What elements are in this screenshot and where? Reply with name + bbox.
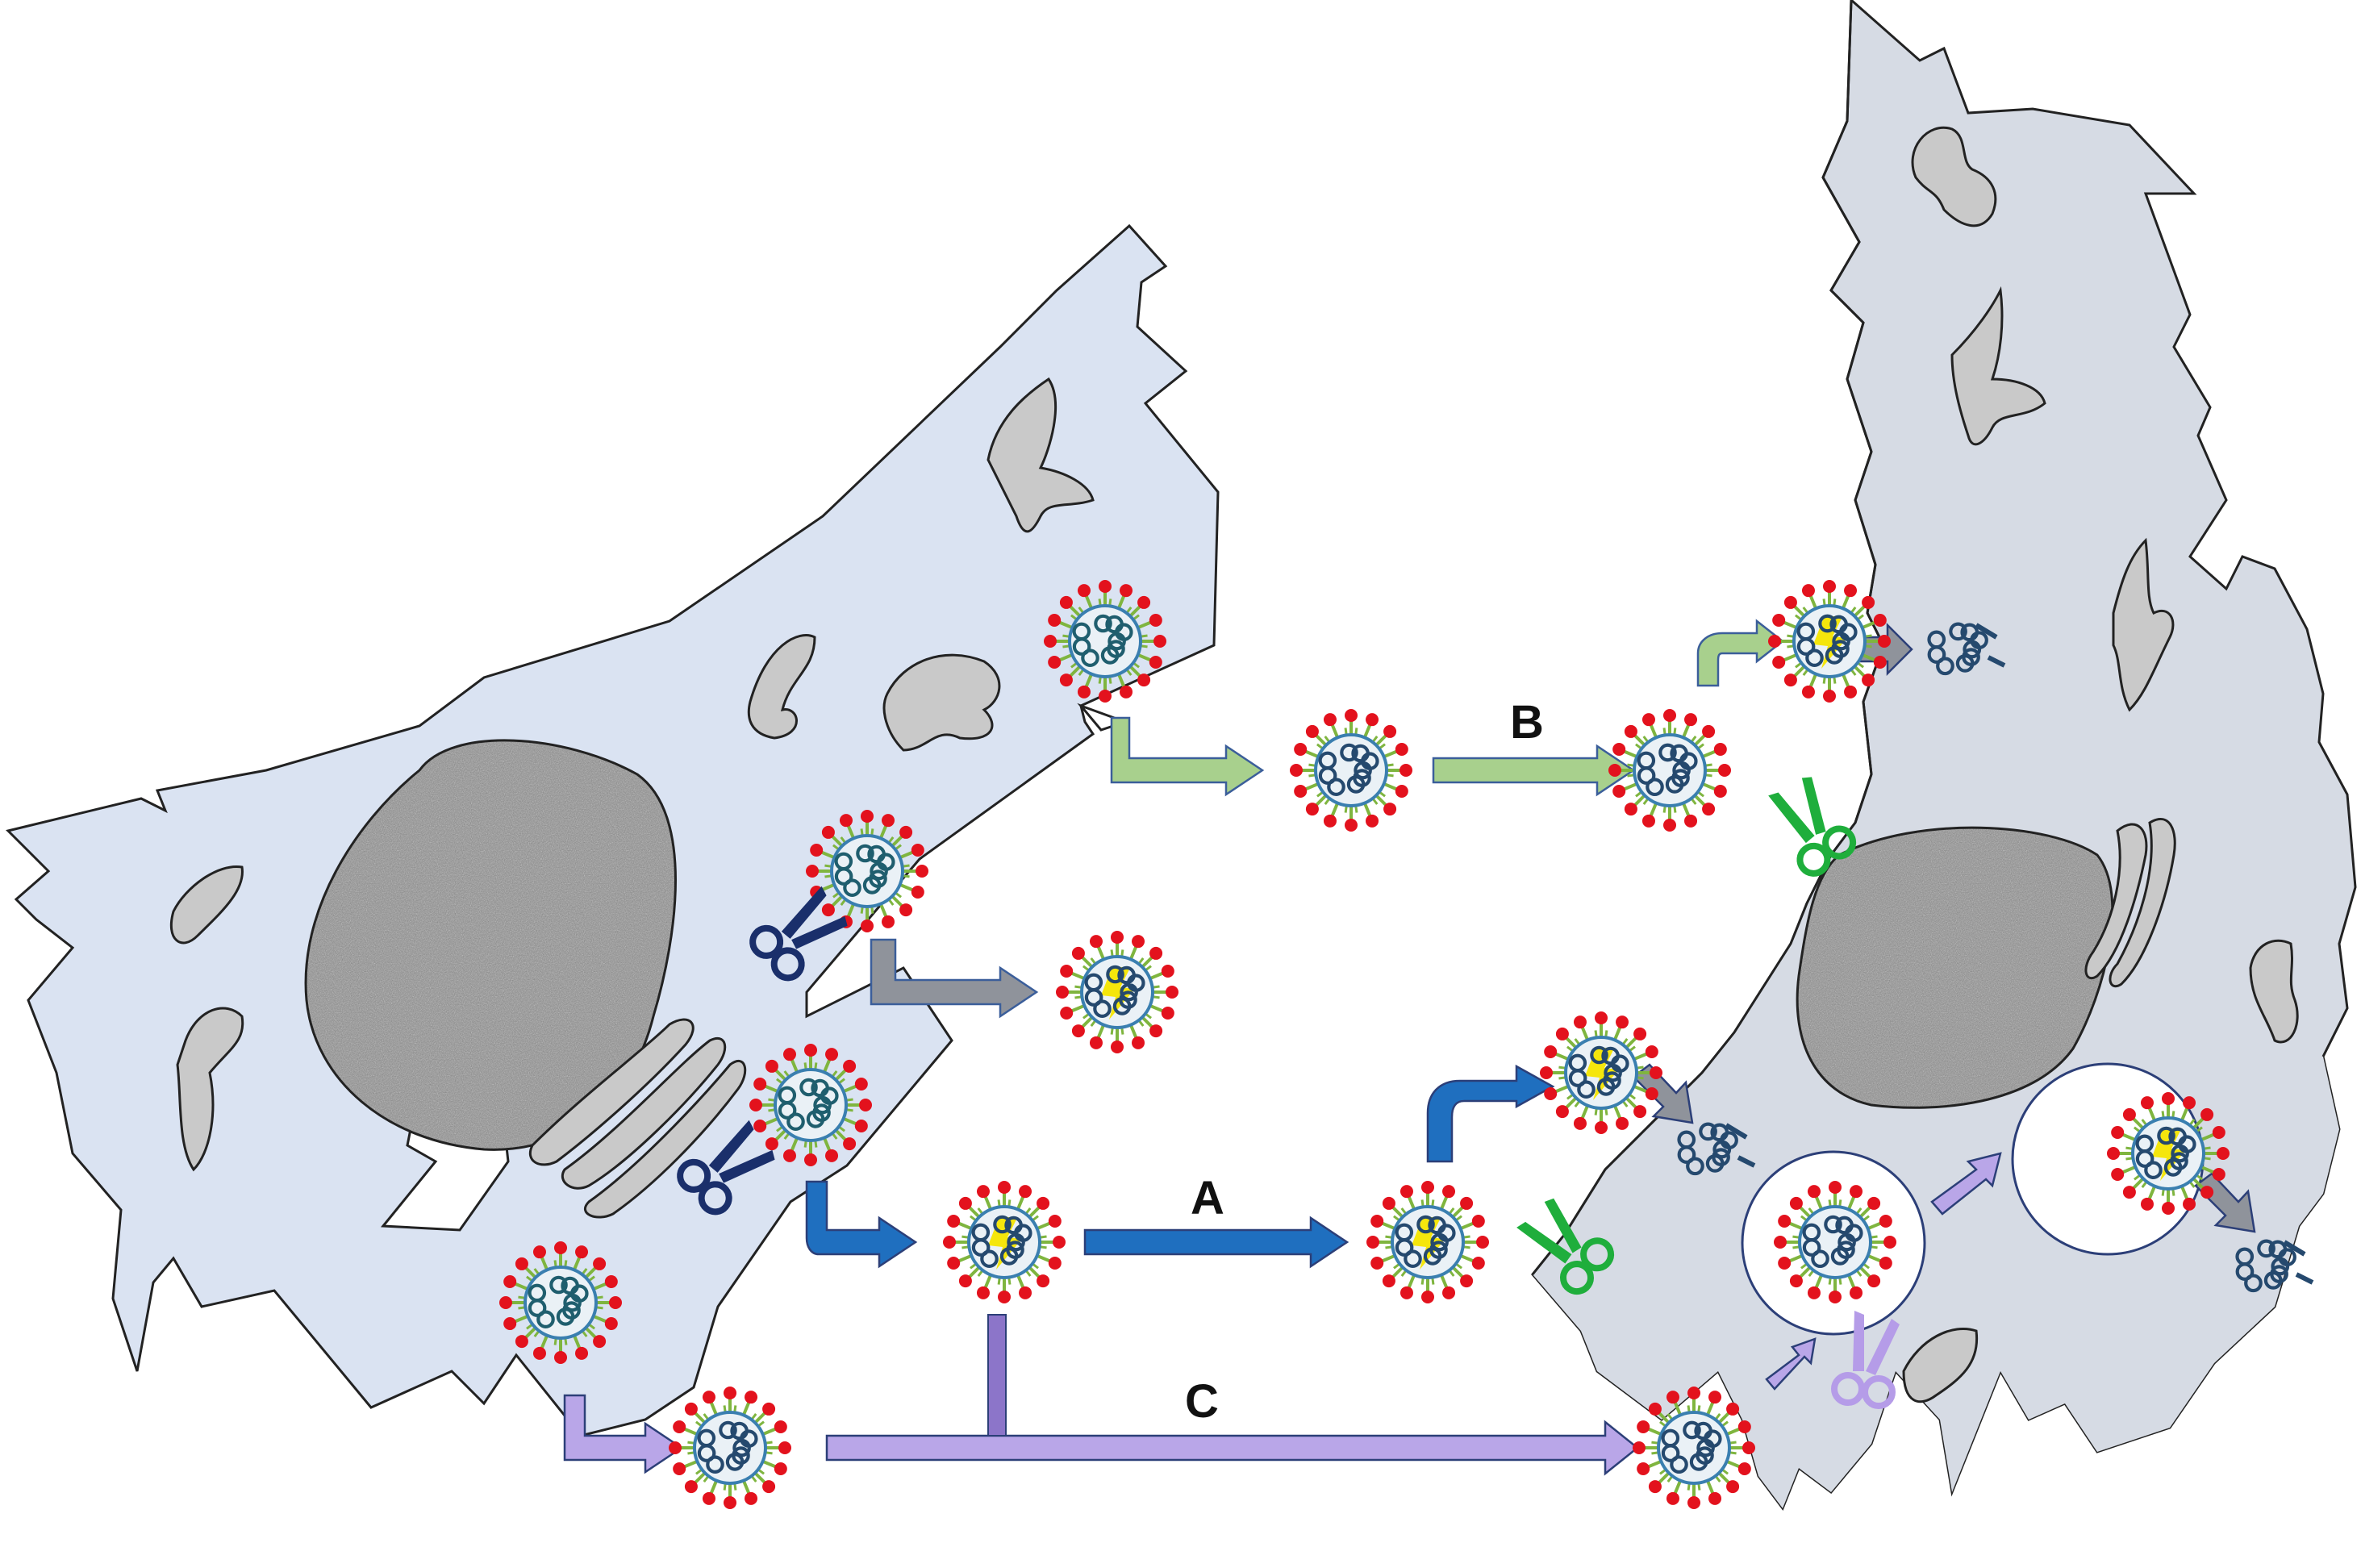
organelle — [1950, 286, 2046, 446]
virus-icon-b-budding — [1044, 580, 1166, 703]
pathway-c-main-arrow — [825, 1420, 1640, 1476]
pathway-c-uptake-arrow — [1765, 1337, 1817, 1391]
organelle — [169, 865, 244, 945]
virus-icon-a-budding — [749, 1044, 872, 1166]
pathway-c-arrows — [563, 1152, 2002, 1476]
organelle — [882, 653, 1001, 752]
scissors-icon-producer-2 — [677, 1120, 775, 1216]
pathway-junction-bar — [987, 1314, 1007, 1437]
pathway-label-b: B — [1510, 696, 1544, 749]
pathway-c-endosome-arrow — [1930, 1152, 2002, 1216]
virus-icon-b-fusing — [1768, 580, 1891, 703]
pathway-c-exit-arrow — [563, 1394, 684, 1474]
virus-icon-b-arriving — [1608, 709, 1731, 832]
target-membrane-left-edge — [1531, 0, 1885, 1275]
golgi-apparatus — [528, 1018, 747, 1219]
scissors-icon-endosome — [1831, 1311, 1900, 1409]
released-genome-icon-b — [1927, 622, 2006, 676]
target-nucleus — [1796, 826, 2114, 1109]
organelle — [2112, 537, 2175, 712]
pathway-b-arrows — [1110, 619, 1785, 797]
scissors-icon-producer-1 — [749, 886, 848, 982]
pathway-label-a: A — [1191, 1172, 1224, 1224]
organelle — [1911, 126, 1997, 227]
organelle — [2249, 939, 2299, 1044]
virus-icon-b-free — [1290, 709, 1412, 832]
virus-icon-c-free — [669, 1387, 791, 1509]
virus-icon-c-budding — [499, 1241, 622, 1364]
grey-release-arrow — [870, 938, 1039, 1019]
organelle — [1902, 1327, 1979, 1403]
virus-icon-a-arriving — [1366, 1181, 1489, 1303]
scissors-layer — [677, 777, 1900, 1409]
organelle — [176, 1007, 244, 1172]
virus-icon-a-free — [943, 1181, 1066, 1303]
pathway-label-c: C — [1185, 1375, 1219, 1428]
organelle — [747, 634, 816, 740]
pathway-b-uptake-arrow — [1696, 619, 1785, 687]
golgi-apparatus — [2084, 818, 2176, 987]
organelle — [987, 377, 1095, 533]
virus-icon-a-fusing — [1540, 1011, 1662, 1134]
pathway-b-main-arrow — [1432, 744, 1636, 797]
virus-icon-released — [1056, 931, 1178, 1053]
pathway-a-uptake-arrow — [1426, 1064, 1555, 1163]
producer-nucleus — [304, 739, 677, 1151]
virus-icon-c-arriving — [1633, 1387, 1755, 1509]
released-genome-layer — [1677, 622, 2314, 1293]
pathway-a-main-arrow — [1083, 1216, 1349, 1269]
virus-icon-endosome-early — [1774, 1181, 1896, 1303]
producer-cell — [6, 223, 1220, 1437]
virus-icon-grey-budding — [806, 810, 928, 932]
scissors-icon-target-a — [1516, 1198, 1615, 1295]
released-genome-icon-endosomal — [2235, 1239, 2314, 1293]
pathway-b-exit-arrow — [1110, 716, 1265, 797]
virus-icon-endosome-late — [2107, 1092, 2230, 1215]
pathway-a-exit-arrow — [805, 1180, 918, 1269]
scissors-icon-target-b — [1768, 777, 1857, 877]
released-genome-icon-a — [1677, 1122, 1756, 1176]
pathway-a-arrows — [805, 1064, 1555, 1269]
